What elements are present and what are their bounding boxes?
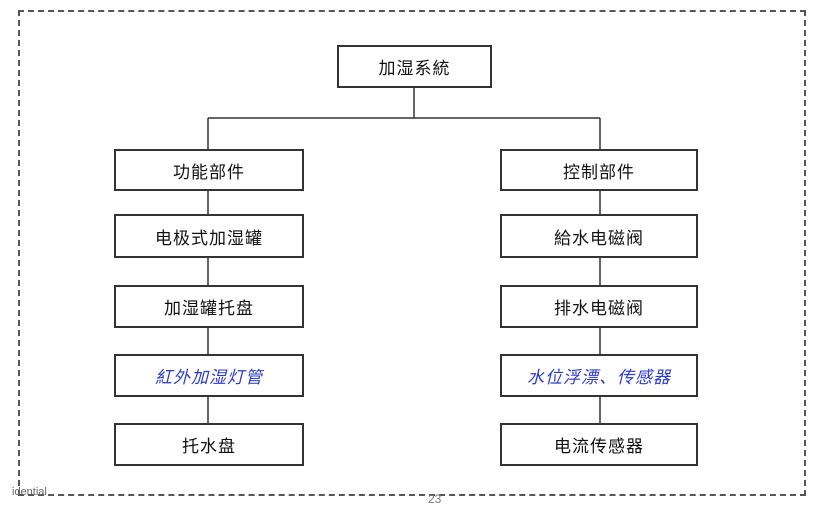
root-node: 加湿系統 xyxy=(337,45,492,88)
slide-frame xyxy=(18,10,806,496)
left-item-1: 电极式加湿罐 xyxy=(114,214,304,258)
right-item-2: 排水电磁阀 xyxy=(500,285,698,328)
footer-confidential-text: idential xyxy=(12,486,47,498)
left-branch-title: 功能部件 xyxy=(114,149,304,191)
right-item-3: 水位浮漂、传感器 xyxy=(500,354,698,397)
right-item-4: 电流传感器 xyxy=(500,423,698,466)
left-item-2: 加湿罐托盘 xyxy=(114,285,304,328)
left-item-4: 托水盘 xyxy=(114,423,304,466)
right-item-1: 給水电磁阀 xyxy=(500,214,698,258)
right-branch-title: 控制部件 xyxy=(500,149,698,191)
page-number: 23 xyxy=(428,492,442,506)
left-item-3: 紅外加湿灯管 xyxy=(114,354,304,397)
